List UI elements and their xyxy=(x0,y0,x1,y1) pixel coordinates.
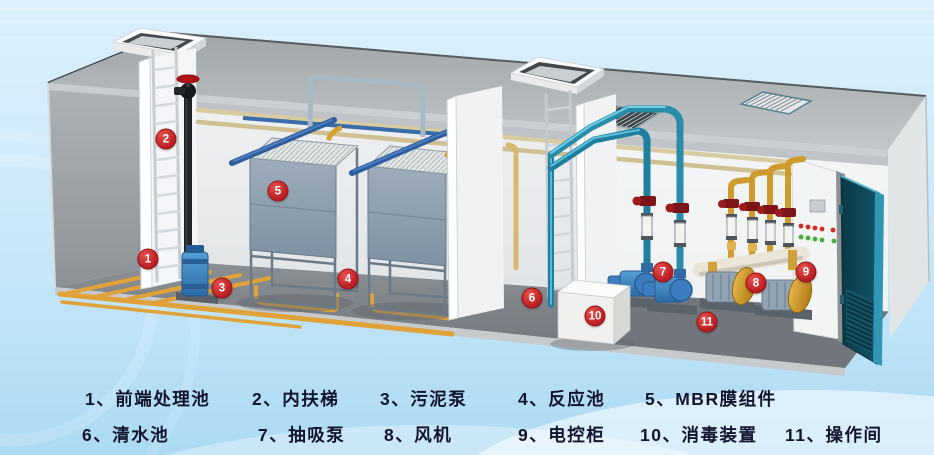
legend-item: 3、污泥泵 xyxy=(380,389,468,409)
legend-item: 5、MBR膜组件 xyxy=(645,389,777,409)
diagram-marker-6: 6 xyxy=(521,287,543,309)
diagram-marker-4: 4 xyxy=(337,268,359,290)
permeate-header-pipe xyxy=(242,74,466,138)
legend-item: 4、反应池 xyxy=(518,389,606,409)
diagram-marker-1: 1 xyxy=(137,248,159,270)
diagram-marker-9: 9 xyxy=(795,261,817,283)
diagram-marker-10: 10 xyxy=(584,305,606,327)
diagram-marker-5: 5 xyxy=(267,180,289,202)
legend-item: 10、消毒装置 xyxy=(640,425,758,445)
permeate-suction-pipes xyxy=(547,105,684,308)
mbr-membrane-pipe-a xyxy=(229,117,337,166)
diagram-marker-11: 11 xyxy=(696,311,718,333)
container-right-wall xyxy=(888,95,930,338)
air-manifold xyxy=(692,246,810,278)
diagram-marker-3: 3 xyxy=(211,277,233,299)
internal-ladder-left xyxy=(151,46,182,283)
operation-room-door xyxy=(839,175,884,366)
diagram-marker-7: 7 xyxy=(652,261,674,283)
roof-vent-grille-light xyxy=(738,91,814,115)
diagram-marker-2: 2 xyxy=(155,128,177,150)
legend-item: 8、风机 xyxy=(384,425,453,445)
legend-row-1: 1、前端处理池 2、内扶梯 3、污泥泵 4、反应池 5、MBR膜组件 xyxy=(0,386,934,412)
sludge-pump xyxy=(176,245,218,304)
suction-pump-b xyxy=(642,269,697,315)
sludge-discharge-pipe xyxy=(174,74,200,258)
blower-air-pipes xyxy=(728,156,806,261)
legend-item: 9、电控柜 xyxy=(518,425,606,445)
legend-item: 6、清水池 xyxy=(82,425,170,445)
partition-wall-3 xyxy=(575,94,618,333)
legend-item: 7、抽吸泵 xyxy=(258,425,346,445)
legend-row-2: 6、清水池 7、抽吸泵 8、风机 9、电控柜 10、消毒装置 11、操作间 xyxy=(0,422,934,448)
legend-item: 2、内扶梯 xyxy=(252,389,340,409)
roof-hatch-middle xyxy=(509,56,606,94)
partition-wall-2 xyxy=(446,86,504,321)
blower-pipe-valves xyxy=(718,199,796,251)
blower-b xyxy=(755,274,813,320)
indicator-lights xyxy=(798,223,837,244)
diagram-marker-8: 8 xyxy=(745,272,767,294)
legend-item: 1、前端处理池 xyxy=(85,389,211,409)
roof-hatch-left xyxy=(111,27,208,62)
suction-pipe-valves xyxy=(632,196,689,247)
legend-item: 11、操作间 xyxy=(785,425,883,445)
